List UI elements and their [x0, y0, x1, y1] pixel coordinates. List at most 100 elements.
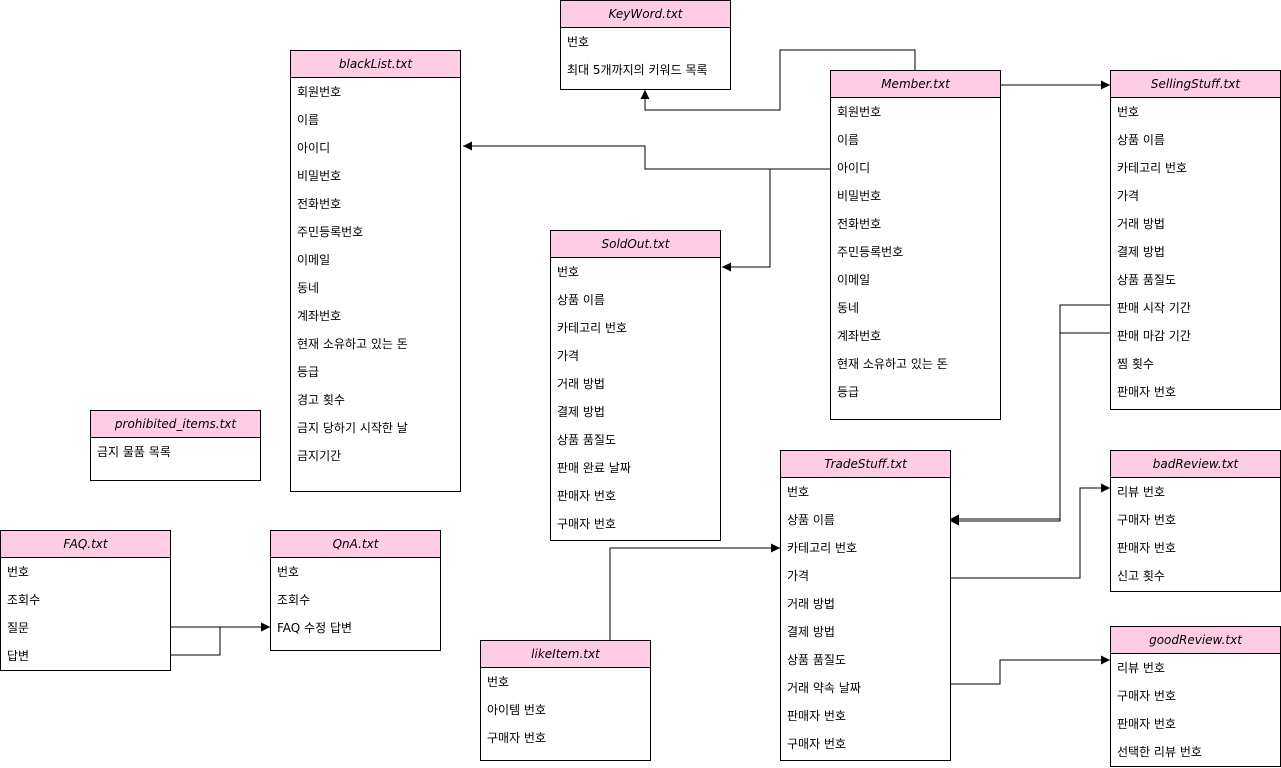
- entity-field: 회원번호: [837, 105, 882, 119]
- entity-field: 상품 이름: [557, 293, 605, 307]
- entity-field: 현재 소유하고 있는 돈: [297, 337, 408, 351]
- entity-field: 판매자 번호: [1117, 385, 1177, 399]
- entity-field: 판매 완료 날짜: [557, 461, 631, 475]
- entity-title: SoldOut.txt: [551, 231, 720, 258]
- entity-field: 번호: [7, 565, 30, 579]
- entity-title: blackList.txt: [291, 51, 460, 78]
- entity-soldout[interactable]: SoldOut.txt 번호 상품 이름 카테고리 번호 가격 거래 방법 결제…: [550, 230, 721, 541]
- edge-sellingstuff-tradestuff-b: [950, 332, 1110, 526]
- entity-field: 최대 5개까지의 키워드 목록: [567, 63, 708, 77]
- entity-field: 조회수: [277, 593, 311, 607]
- entity-field: 상품 품질도: [1117, 273, 1177, 287]
- entity-title: badReview.txt: [1111, 451, 1280, 478]
- entity-field: 구매자 번호: [787, 737, 847, 751]
- entity-field: 판매 시작 기간: [1117, 301, 1191, 315]
- entity-field: 번호: [557, 265, 580, 279]
- entity-tradestuff[interactable]: TradeStuff.txt 번호 상품 이름 카테고리 번호 가격 거래 방법…: [780, 450, 951, 761]
- entity-field: 전화번호: [297, 197, 342, 211]
- edge-member-keyword: [640, 49, 916, 111]
- entity-field: 결제 방법: [557, 405, 605, 419]
- entity-field: 가격: [557, 349, 580, 363]
- entity-field: 전화번호: [837, 217, 882, 231]
- entity-field: 금지기간: [297, 449, 342, 463]
- entity-title: likeItem.txt: [481, 641, 650, 668]
- edge-faq-qna-b: [170, 622, 270, 656]
- entity-field: 이메일: [837, 273, 871, 287]
- entity-qna[interactable]: QnA.txt 번호 조회수 FAQ 수정 답변: [270, 530, 441, 651]
- entity-field: 찜 횟수: [1117, 357, 1154, 371]
- entity-title: TradeStuff.txt: [781, 451, 950, 478]
- entity-field: 리뷰 번호: [1117, 661, 1165, 675]
- edge-likeitem-tradestuff: [609, 543, 780, 640]
- entity-field: 판매 마감 기간: [1117, 329, 1191, 343]
- entity-title: goodReview.txt: [1111, 627, 1280, 654]
- entity-field: 번호: [277, 565, 300, 579]
- entity-field: 아이디: [297, 141, 331, 155]
- entity-badreview[interactable]: badReview.txt 리뷰 번호 구매자 번호 판매자 번호 신고 횟수: [1110, 450, 1281, 592]
- entity-title: FAQ.txt: [1, 531, 170, 558]
- entity-field: 거래 방법: [1117, 217, 1165, 231]
- entity-field: 구매자 번호: [557, 517, 617, 531]
- entity-field: 계좌번호: [837, 329, 882, 343]
- entity-field: 등급: [837, 385, 860, 399]
- entity-field: 조회수: [7, 593, 41, 607]
- entity-field: 번호: [787, 485, 810, 499]
- edge-member-soldout: [722, 168, 830, 272]
- entity-field: 동네: [837, 301, 860, 315]
- entity-field: 판매자 번호: [557, 489, 617, 503]
- entity-sellingstuff[interactable]: SellingStuff.txt 번호 상품 이름 카테고리 번호 가격 거래 …: [1110, 70, 1281, 410]
- edge-tradestuff-goodreview: [950, 655, 1110, 685]
- entity-member[interactable]: Member.txt 회원번호 이름 아이디 비밀번호 전화번호 주민등록번호 …: [830, 70, 1001, 420]
- entity-field: 금지 당하기 시작한 날: [297, 421, 408, 435]
- entity-field: 결제 방법: [787, 625, 835, 639]
- entity-field: 결제 방법: [1117, 245, 1165, 259]
- entity-field: 판매자 번호: [1117, 717, 1177, 731]
- entity-field: 비밀번호: [837, 189, 882, 203]
- entity-goodreview[interactable]: goodReview.txt 리뷰 번호 구매자 번호 판매자 번호 선택한 리…: [1110, 626, 1281, 767]
- entity-field: 경고 횟수: [297, 393, 345, 407]
- entity-field: 거래 약속 날짜: [787, 681, 861, 695]
- entity-title: prohibited_items.txt: [91, 411, 260, 438]
- entity-field: 질문: [7, 621, 30, 635]
- entity-field: 거래 방법: [787, 597, 835, 611]
- entity-field: 번호: [567, 35, 590, 49]
- entity-field: 선택한 리뷰 번호: [1117, 745, 1202, 759]
- entity-prohibited-items[interactable]: prohibited_items.txt 금지 물품 목록: [90, 410, 261, 481]
- entity-field: 카테고리 번호: [787, 541, 858, 555]
- entity-field: 카테고리 번호: [1117, 161, 1188, 175]
- entity-title: Member.txt: [831, 71, 1000, 98]
- entity-field: 번호: [1117, 105, 1140, 119]
- entity-field: 동네: [297, 281, 320, 295]
- entity-field: 이메일: [297, 253, 331, 267]
- entity-field: 이름: [837, 133, 860, 147]
- entity-field: 아이디: [837, 161, 871, 175]
- entity-likeitem[interactable]: likeItem.txt 번호 아이템 번호 구매자 번호: [480, 640, 651, 761]
- entity-field: 판매자 번호: [1117, 541, 1177, 555]
- entity-title: QnA.txt: [271, 531, 440, 558]
- entity-field: 등급: [297, 365, 320, 379]
- entity-field: FAQ 수정 답변: [277, 621, 353, 635]
- entity-title: SellingStuff.txt: [1111, 71, 1280, 98]
- entity-field: 거래 방법: [557, 377, 605, 391]
- entity-field: 구매자 번호: [487, 731, 547, 745]
- entity-field: 상품 이름: [1117, 133, 1165, 147]
- entity-field: 아이템 번호: [487, 703, 547, 717]
- edge-tradestuff-badreview: [950, 483, 1110, 579]
- entity-field: 비밀번호: [297, 169, 342, 183]
- entity-field: 가격: [787, 569, 810, 583]
- entity-field: 카테고리 번호: [557, 321, 628, 335]
- entity-field: 구매자 번호: [1117, 513, 1177, 527]
- entity-field: 신고 횟수: [1117, 569, 1165, 583]
- entity-field: 구매자 번호: [1117, 689, 1177, 703]
- entity-field: 회원번호: [297, 85, 342, 99]
- entity-keyword[interactable]: KeyWord.txt 번호 최대 5개까지의 키워드 목록: [560, 0, 731, 90]
- entity-faq[interactable]: FAQ.txt 번호 조회수 질문 답변: [0, 530, 171, 671]
- entity-field: 금지 물품 목록: [97, 445, 171, 459]
- entity-field: 주민등록번호: [837, 245, 904, 259]
- entity-field: 상품 품질도: [787, 653, 847, 667]
- entity-field: 상품 이름: [787, 513, 835, 527]
- entity-field: 상품 품질도: [557, 433, 617, 447]
- entity-field: 판매자 번호: [787, 709, 847, 723]
- entity-blacklist[interactable]: blackList.txt 회원번호 이름 아이디 비밀번호 전화번호 주민등록…: [290, 50, 461, 492]
- edge-member-blacklist: [463, 141, 830, 170]
